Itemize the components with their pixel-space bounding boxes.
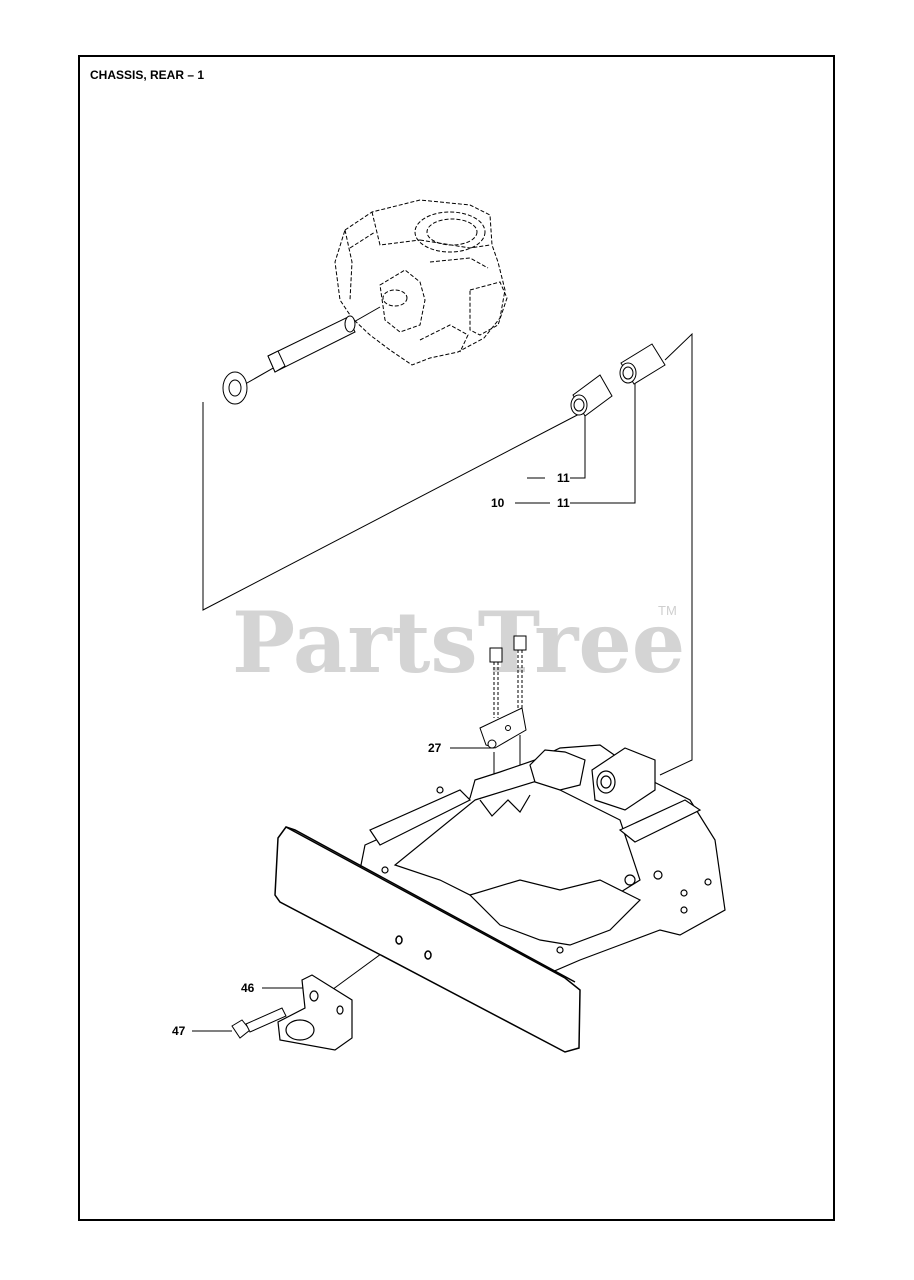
diagram-frame [78,55,835,1221]
bolt-head-right [513,635,527,651]
callout-27: 27 [428,741,442,755]
callout-labels: 11 10 11 27 46 47 [172,471,570,1038]
axle-collar [267,350,286,373]
watermark-text: PartsTree [232,593,685,692]
callout-11-lower: 11 [557,496,570,510]
transmission-housing-phantom [334,199,508,366]
rear-chassis-frame [359,744,726,976]
bumper [274,826,581,1053]
rear-bumper-bar [274,826,581,1053]
hitch-plate [277,974,353,1051]
hitch-bolt [231,1007,287,1039]
right-assembly-line [659,332,693,776]
bolt-head-left [489,647,503,663]
leader-11a [570,413,586,479]
callout-11-upper: 11 [557,471,570,485]
callout-47: 47 [172,1024,186,1038]
bracket-assembly [479,635,527,800]
chassis-cutout [468,879,642,946]
callout-10: 10 [491,496,505,510]
axle-end [344,315,356,333]
slot [618,799,702,843]
axle-pin-assembly [222,315,356,405]
bolt-head [231,1019,251,1039]
mount-block-left [529,749,586,791]
mount-block-right [591,747,656,811]
callout-46: 46 [241,981,255,995]
left-rail-top [369,789,472,846]
left-assembly-line [202,402,586,611]
bushings [570,343,666,417]
watermark: PartsTree TM [232,593,685,692]
page-title: CHASSIS, REAR – 1 [90,68,205,82]
bolt-shank [245,1007,287,1033]
watermark-trademark: TM [658,603,677,618]
leader-11b [570,370,636,504]
bracket-plate [479,707,527,749]
